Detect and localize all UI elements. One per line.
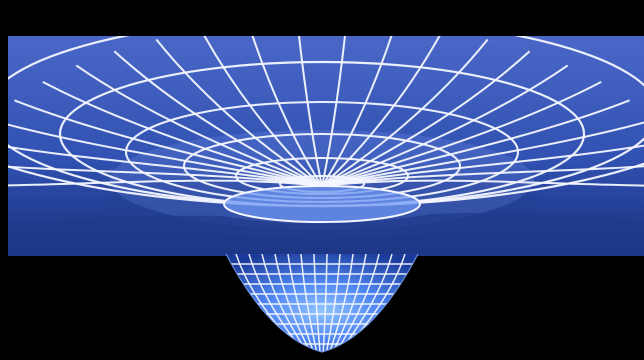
spacetime-sheet xyxy=(0,0,644,256)
